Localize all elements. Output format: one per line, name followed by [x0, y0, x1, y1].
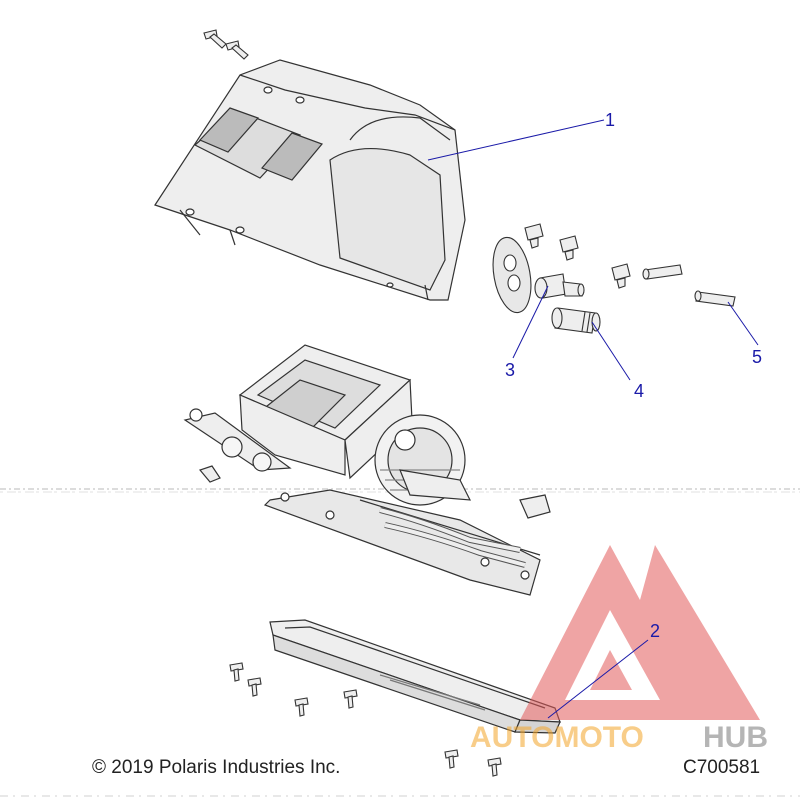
- copyright-text: © 2019 Polaris Industries Inc.: [92, 757, 341, 778]
- callout-labels: 1 2 3 4 5: [505, 110, 762, 641]
- housing-cover: [154, 59, 466, 301]
- callout-5: 5: [752, 347, 762, 367]
- watermark-text-part2: HUB: [703, 721, 768, 754]
- bottom-screws: [229, 662, 502, 777]
- top-screws: [203, 29, 249, 60]
- fitting-elbow: [534, 273, 585, 299]
- watermark-text-part1: AUTOMOTO: [470, 721, 644, 754]
- leader-lines: [427, 119, 759, 719]
- callout-3: 3: [505, 360, 515, 380]
- callout-2: 2: [650, 621, 660, 641]
- filter-tray: [269, 619, 561, 734]
- hose-fitting: [551, 307, 601, 334]
- drawing-number: C700581: [683, 757, 761, 778]
- blower-assembly: [183, 344, 551, 596]
- watermark-logo: AUTOMOTO HUB: [470, 545, 768, 754]
- gasket: [492, 236, 532, 314]
- fittings: [524, 223, 736, 307]
- scan-artifact-band: [0, 488, 800, 797]
- callout-1: 1: [605, 110, 615, 130]
- callout-4: 4: [634, 381, 644, 401]
